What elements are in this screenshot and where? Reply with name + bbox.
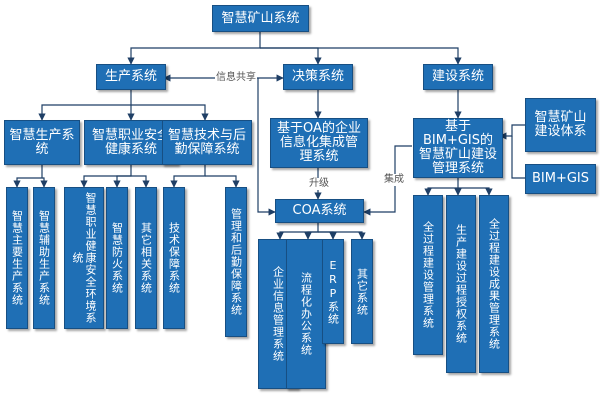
node-mine-build-system: 智慧矿山建设体系 bbox=[525, 98, 596, 152]
edge-smartprod-aux bbox=[40, 177, 48, 188]
node-coa: COA系统 bbox=[275, 199, 364, 223]
edge-buildsys-bim bbox=[499, 124, 525, 140]
edge-tech-support bbox=[170, 165, 206, 188]
edge-safety-occ bbox=[80, 165, 132, 188]
edge-root-construction bbox=[260, 47, 462, 65]
edge-safety-fire bbox=[113, 175, 131, 188]
node-mgmt-logistics: 管理和后勤保障系统 bbox=[225, 187, 247, 337]
node-tech-support: 技术保障系统 bbox=[163, 187, 185, 329]
edge-root-production bbox=[127, 31, 261, 65]
node-oa: 基于OA的企业信息化集成管理系统 bbox=[270, 118, 368, 168]
node-bim-gis: BIM+GIS bbox=[525, 164, 596, 194]
node-workflow: 流程化办公系统 bbox=[286, 239, 326, 389]
node-other: 其它系统 bbox=[351, 239, 373, 344]
edge-bim-children bbox=[424, 178, 459, 196]
node-construction: 建设系统 bbox=[423, 64, 493, 90]
edge-tech-mgmt bbox=[205, 175, 240, 188]
edge-safety-other bbox=[131, 175, 150, 188]
edge-coa-erp bbox=[318, 231, 337, 240]
node-tech-logistics: 智慧技术与后勤保障系统 bbox=[162, 120, 252, 165]
node-other-related: 其它相关系统 bbox=[135, 187, 157, 329]
node-erp: ERP系统 bbox=[322, 239, 344, 344]
node-decision: 决策系统 bbox=[283, 64, 353, 90]
node-prod-build-auth: 生产建设过程授权系统 bbox=[446, 195, 476, 373]
node-aux-production: 智慧辅助生产系统 bbox=[33, 187, 55, 329]
node-production: 生产系统 bbox=[96, 64, 166, 90]
node-root: 智慧矿山系统 bbox=[212, 5, 309, 32]
edge-smartprod-main bbox=[13, 165, 43, 188]
edge-root-decision bbox=[260, 47, 322, 65]
edge-info-coa bbox=[257, 78, 276, 216]
edge-bimgis-bim bbox=[511, 136, 525, 179]
node-fire: 智慧防火系统 bbox=[106, 187, 128, 329]
edge-label-upgrade: 升级 bbox=[308, 178, 330, 190]
edge-coa-children bbox=[276, 223, 319, 240]
edge-production-children bbox=[38, 90, 132, 121]
edge-label-integrate: 集成 bbox=[383, 174, 405, 186]
edge-label-info-share: 信息共享 bbox=[215, 72, 257, 84]
node-bim-gis-mine: 基于BIM+GIS的智慧矿山建设管理系统 bbox=[413, 118, 503, 178]
node-smart-production: 智慧生产系统 bbox=[4, 120, 80, 165]
edge-bim-result bbox=[458, 187, 493, 196]
edge-coa-workflow bbox=[304, 231, 318, 240]
node-whole-build: 全过程建设管理系统 bbox=[413, 195, 443, 355]
edge-production-tech bbox=[131, 104, 209, 121]
node-occ-safety-env: 智慧职业健康安全环境系统 bbox=[64, 187, 104, 329]
node-main-production: 智慧主要生产系统 bbox=[6, 187, 28, 329]
node-whole-build-result: 全过程建设成果管理系统 bbox=[479, 195, 509, 373]
edge-coa-other bbox=[318, 231, 366, 240]
